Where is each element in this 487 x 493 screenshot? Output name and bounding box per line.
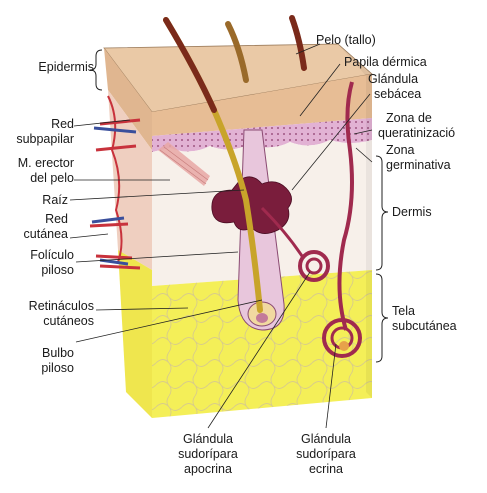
label-red-cutanea-2: cutánea <box>24 227 68 242</box>
label-bulbo-2: piloso <box>41 361 74 376</box>
label-tela-subcutanea-1: Tela <box>392 304 415 319</box>
label-zona-germinativa-1: Zona <box>386 143 415 158</box>
label-red-cutanea-1: Red <box>45 212 68 227</box>
label-foliculo-1: Folículo <box>30 248 74 263</box>
label-zona-queratinizacion-1: Zona de <box>386 111 432 126</box>
label-glandula-sebacea-2: sebácea <box>374 87 421 102</box>
label-epidermis: Epidermis <box>38 60 94 75</box>
label-foliculo-2: piloso <box>41 263 74 278</box>
label-raiz: Raíz <box>42 193 68 208</box>
label-bulbo-1: Bulbo <box>42 346 74 361</box>
label-papila-dermica: Papila dérmica <box>344 55 427 70</box>
label-m-erector-2: del pelo <box>30 171 74 186</box>
label-ecrina-1: Glándula <box>284 432 368 447</box>
label-dermis: Dermis <box>392 205 432 220</box>
label-retinaculos-1: Retináculos <box>29 299 94 314</box>
label-apocrina-3: apocrina <box>166 462 250 477</box>
left-face-hypodermis <box>118 250 152 418</box>
label-glandula-sebacea-1: Glándula <box>368 72 418 87</box>
label-retinaculos-2: cutáneos <box>43 314 94 329</box>
label-red-subpapilar-2: subpapilar <box>16 132 74 147</box>
layer-braces <box>376 156 388 362</box>
label-ecrina-2: sudorípara <box>284 447 368 462</box>
label-zona-germinativa-2: germinativa <box>386 158 451 173</box>
label-zona-queratinizacion-2: queratinizació <box>378 126 455 141</box>
label-red-subpapilar-1: Red <box>51 117 74 132</box>
label-apocrina-1: Glándula <box>166 432 250 447</box>
label-m-erector-1: M. erector <box>18 156 74 171</box>
label-apocrina-2: sudorípara <box>166 447 250 462</box>
label-tela-subcutanea-2: subcutánea <box>392 319 457 334</box>
label-ecrina-3: ecrina <box>284 462 368 477</box>
label-pelo-tallo: Pelo (tallo) <box>316 33 376 48</box>
